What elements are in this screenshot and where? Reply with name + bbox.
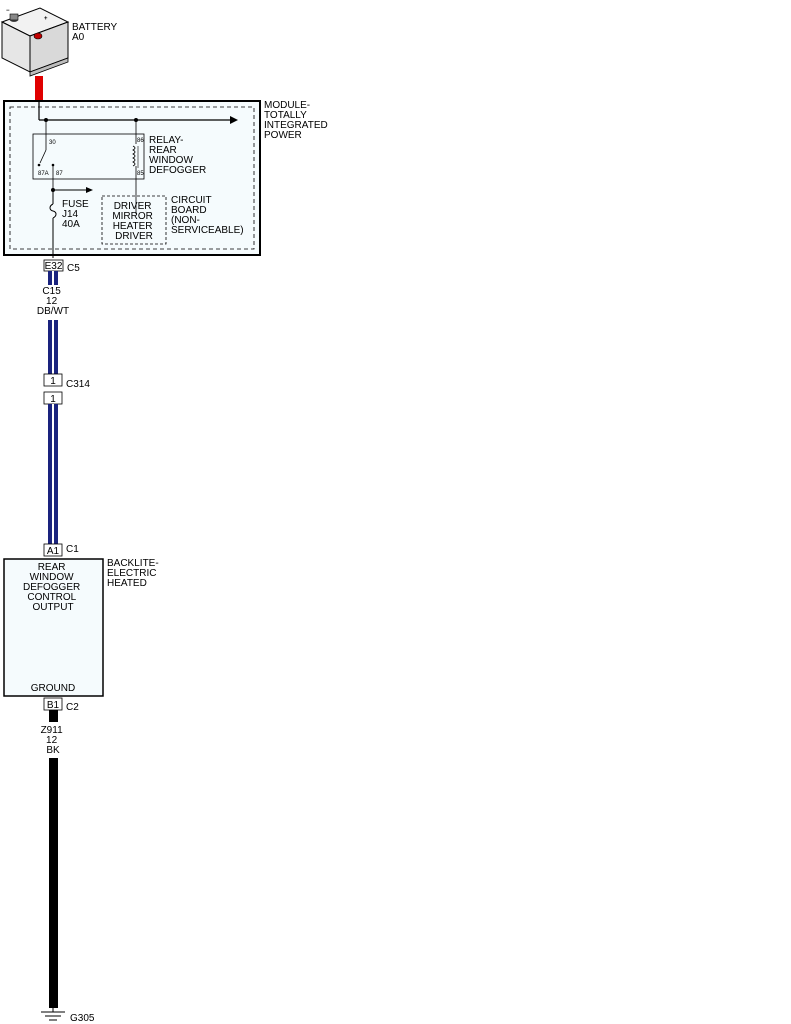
relay-pin-30: 30 — [49, 140, 56, 146]
relay-pin-87a: 87A — [38, 171, 49, 177]
wire-z911-label: Z911 12 BK — [41, 725, 66, 756]
relay-box[interactable] — [32, 133, 145, 180]
backlite-name: BACKLITE- ELECTRIC HEATED — [107, 558, 161, 589]
svg-text:+: + — [44, 16, 48, 22]
relay-pin-86: 86 — [137, 138, 144, 144]
connector-c314-top-pin[interactable] — [43, 373, 63, 387]
driver-box[interactable] — [101, 195, 167, 245]
connector-c2-pin-label: B1 — [47, 700, 60, 711]
circuit-board-label: CIRCUIT BOARD (NON- SERVICEABLE) — [171, 195, 244, 236]
fuse-label: FUSE J14 40A — [62, 199, 91, 230]
ground-symbol-icon[interactable] — [41, 1008, 65, 1021]
module-name: MODULE- TOTALLY INTEGRATED POWER — [264, 100, 331, 141]
wire-c15-label: C15 12 DB/WT — [37, 286, 69, 317]
branch-arrow-icon — [86, 187, 93, 193]
battery-code: A0 — [72, 32, 85, 43]
connector-c1-pin-label: A1 — [47, 546, 60, 557]
connector-c5-name: C5 — [67, 263, 80, 274]
battery-icon[interactable]: + − — [0, 7, 70, 77]
wire-z911-segment-1[interactable] — [49, 710, 58, 722]
tipm-module-inner-border — [9, 106, 255, 250]
tipm-module-box[interactable] — [3, 100, 261, 256]
relay-switch-blade — [39, 149, 47, 164]
backlite-inner-label: REAR WINDOW DEFOGGER CONTROL OUTPUT — [23, 562, 83, 613]
connector-c314-name: C314 — [66, 379, 90, 390]
relay-pin-87: 87 — [56, 171, 63, 177]
connector-c2-name: C2 — [66, 702, 79, 713]
connector-c1-name: C1 — [66, 544, 79, 555]
wire-z911-segment-2[interactable] — [49, 758, 58, 1008]
connector-c1-pin[interactable] — [43, 543, 63, 557]
relay-pin-85: 85 — [137, 171, 144, 177]
wire-c15-segment-1[interactable] — [48, 271, 58, 285]
ground-name: G305 — [70, 1013, 95, 1024]
connector-c314-top-pin-label: 1 — [50, 376, 56, 387]
driver-box-label: DRIVER MIRROR HEATER DRIVER — [112, 201, 155, 242]
battery-name: BATTERY — [72, 22, 118, 33]
relay-contact-87a — [37, 163, 41, 167]
backlite-component-box[interactable] — [3, 558, 104, 697]
relay-name: RELAY- REAR WINDOW DEFOGGER — [149, 135, 206, 176]
connector-c314-bottom-pin-label: 1 — [50, 394, 56, 405]
connector-c5-pin-label: E32 — [45, 261, 63, 272]
backlite-ground-label: GROUND — [31, 683, 75, 694]
wire-c15-segment-3[interactable] — [48, 404, 58, 544]
fuse-icon[interactable] — [49, 203, 57, 219]
relay-coil-icon — [132, 145, 136, 167]
battery-feed-wire[interactable] — [35, 76, 43, 102]
svg-text:−: − — [6, 8, 10, 14]
bus-arrow-icon — [230, 116, 238, 124]
wire-c15-segment-2[interactable] — [48, 320, 58, 374]
